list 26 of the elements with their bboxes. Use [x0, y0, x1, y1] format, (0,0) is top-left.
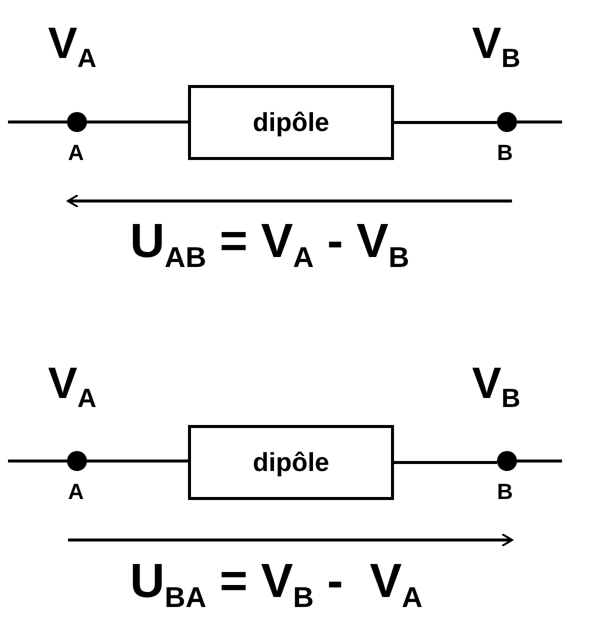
wire — [394, 461, 497, 464]
wire — [8, 460, 67, 462]
component-box — [188, 425, 394, 500]
terminal-label: B — [497, 481, 513, 503]
wire — [394, 121, 497, 124]
terminal-dot — [67, 112, 87, 132]
wire — [8, 120, 67, 124]
wire — [87, 460, 188, 462]
potential-label: V$_{B}$ — [472, 22, 520, 72]
potential-label: V$_{A}$ — [48, 22, 96, 72]
voltage-formula: U$_{BA}$ = V$_{B}$ - V$_{A}$ — [130, 558, 423, 613]
terminal-label: B — [497, 142, 513, 164]
terminal-dot — [67, 451, 87, 471]
wire — [517, 120, 562, 124]
terminal-dot — [497, 112, 517, 132]
wire — [517, 460, 562, 462]
component-label: dipôle — [252, 447, 330, 478]
terminal-dot — [497, 451, 517, 471]
potential-label: V$_{B}$ — [472, 362, 520, 412]
terminal-label: A — [68, 142, 84, 164]
potential-label: V$_{A}$ — [48, 362, 96, 412]
component-label: dipôle — [252, 107, 330, 138]
terminal-label: A — [68, 481, 84, 503]
wire — [87, 120, 188, 124]
voltage-formula: U$_{AB}$ = V$_{A}$ - V$_{B}$ — [130, 218, 410, 273]
component-box — [188, 85, 394, 160]
